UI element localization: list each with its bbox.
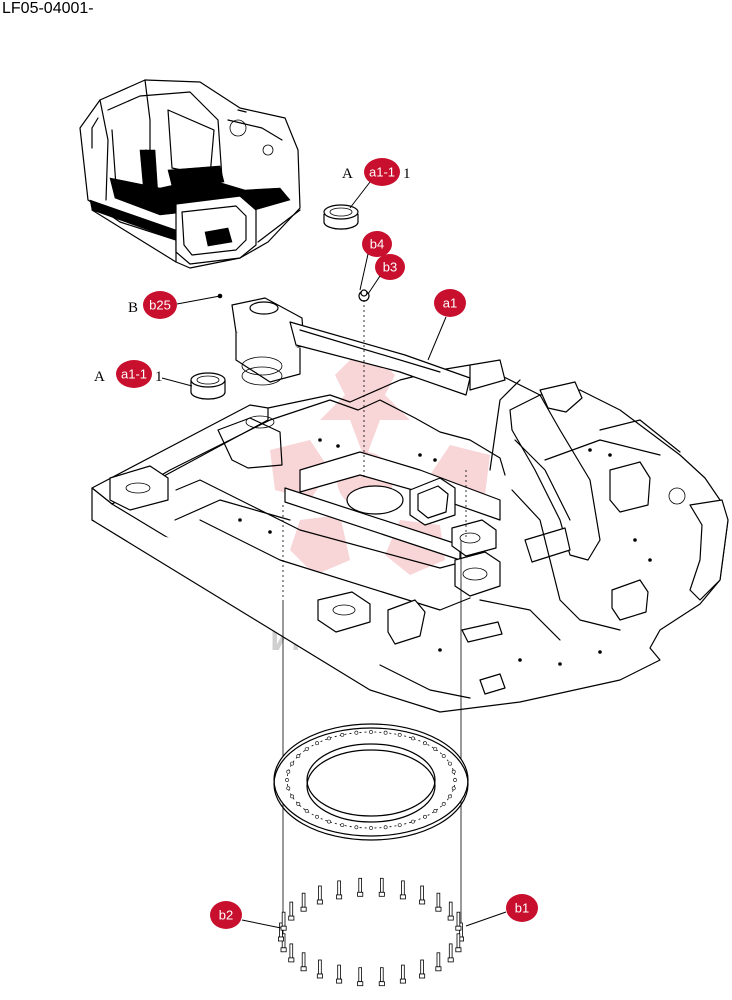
- callout-badge: [375, 254, 405, 280]
- bearing-hole: [290, 794, 295, 799]
- bearing-hole: [441, 754, 446, 758]
- bolt: [378, 877, 385, 897]
- callout-label: b25: [149, 298, 171, 313]
- bolt: [300, 952, 307, 972]
- callout-prefix: A: [94, 369, 105, 385]
- bearing-hole: [304, 747, 309, 752]
- bolt: [447, 901, 454, 921]
- callout-badge: [434, 289, 466, 317]
- bolt: [300, 892, 307, 912]
- callout-label: b4: [370, 237, 384, 252]
- callout-badge: [506, 894, 538, 922]
- callout-label: a1: [443, 296, 457, 311]
- bearing-hole: [453, 778, 457, 782]
- bolt: [455, 911, 462, 931]
- bearing-hole: [285, 778, 289, 782]
- bolt: [316, 885, 323, 905]
- callout-suffix: 1: [155, 369, 163, 385]
- callout-b3: b3: [367, 254, 405, 295]
- callout-a1: a1: [427, 289, 466, 361]
- bearing-hole: [315, 741, 319, 746]
- bolt: [455, 933, 462, 953]
- bolt: [357, 967, 364, 987]
- bearing-hole: [340, 733, 345, 737]
- callout-a1-1-top: A a1-1 1: [342, 158, 411, 209]
- bearing-hole: [354, 730, 359, 735]
- bearing-hole: [296, 754, 301, 758]
- frame-holes: [238, 438, 652, 666]
- bearing-hole: [433, 747, 438, 752]
- bolt: [435, 892, 442, 912]
- bolt: [336, 964, 343, 984]
- bolt: [357, 877, 364, 897]
- bearing-hole: [441, 802, 446, 806]
- callout-badge: [143, 291, 177, 319]
- bearing-hole: [383, 730, 388, 735]
- bearing-hole: [451, 769, 456, 774]
- bearing-hole: [411, 819, 415, 824]
- bearing-hole: [327, 736, 331, 741]
- callout-badge: [116, 360, 152, 388]
- callout-label: b2: [219, 908, 233, 923]
- bearing-hole: [397, 733, 402, 737]
- callout-badge: [210, 901, 242, 929]
- callout-label: a1-1: [121, 367, 147, 382]
- bolt: [316, 959, 323, 979]
- bearing-hole: [296, 802, 301, 806]
- bearing-hole: [340, 823, 345, 828]
- callout-badge: [362, 231, 392, 257]
- bearing-hole: [433, 809, 438, 813]
- bearing-hole: [447, 761, 452, 766]
- bearing-hole: [354, 825, 359, 830]
- bearing-hole: [411, 736, 415, 741]
- bearing-hole: [397, 823, 402, 828]
- bearing-hole: [290, 761, 295, 766]
- bolt: [288, 901, 295, 921]
- bolt: [435, 952, 442, 972]
- bushing-left: [190, 372, 226, 400]
- bolt: [378, 967, 385, 987]
- bearing-hole: [327, 819, 331, 824]
- bearing-hole: [304, 809, 309, 813]
- callout-label: b3: [383, 260, 397, 275]
- callout-label: b1: [515, 901, 529, 916]
- callout-b25: B b25: [128, 291, 223, 319]
- callout-b4: b4: [359, 231, 392, 291]
- callout-b1: b1: [465, 894, 538, 927]
- document-code: LF05-04001-: [2, 0, 94, 17]
- cab-assembly: [79, 79, 301, 269]
- bearing-hole: [423, 814, 427, 819]
- callout-prefix: A: [342, 166, 353, 182]
- callout-badge: [364, 158, 400, 186]
- bearing-hole: [369, 730, 373, 734]
- bolt: [419, 885, 426, 905]
- bearing-hole: [286, 769, 291, 774]
- bolt: [288, 943, 295, 963]
- bearing-hole: [447, 794, 452, 799]
- bearing-hole: [369, 826, 373, 830]
- bolt-b3: [358, 289, 370, 302]
- bolt-circle: [277, 877, 464, 987]
- bearing-hole: [451, 786, 456, 791]
- bearing-hole: [286, 786, 291, 791]
- bolt: [336, 880, 343, 900]
- bearing-hole: [423, 741, 427, 746]
- bolt: [399, 880, 406, 900]
- callout-label: a1-1: [369, 165, 395, 180]
- bolt: [447, 943, 454, 963]
- callout-suffix: 1: [403, 166, 411, 182]
- bolt: [399, 964, 406, 984]
- callout-prefix: B: [128, 300, 138, 316]
- bearing-hole: [315, 814, 319, 819]
- bearing-hole: [383, 825, 388, 830]
- callout-a1-1-left: A a1-1 1: [94, 360, 193, 388]
- bolt: [419, 959, 426, 979]
- upper-frame: [91, 297, 729, 713]
- swing-bearing: [273, 723, 469, 841]
- bushing-top: [323, 204, 359, 230]
- bolt: [280, 911, 287, 931]
- callout-b2: b2: [210, 901, 282, 929]
